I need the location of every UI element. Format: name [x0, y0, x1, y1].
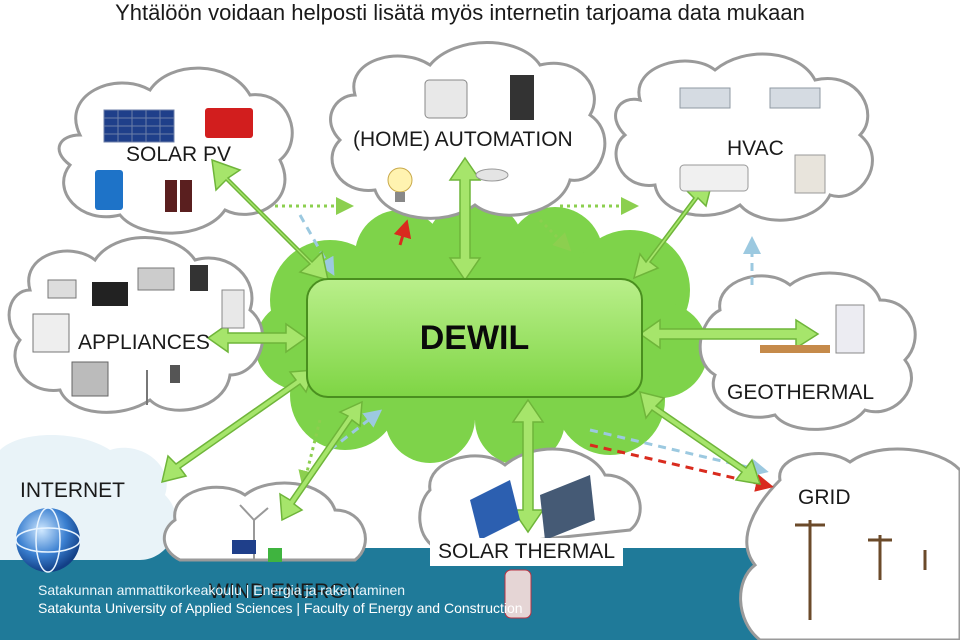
- node-label-automation: (HOME) AUTOMATION: [353, 128, 573, 151]
- green-battery-icon: [268, 548, 282, 562]
- server-cabinet-icon: [510, 75, 534, 120]
- radiator-icon: [794, 154, 826, 194]
- power-pole-icon: [795, 520, 927, 620]
- battery-icon: [165, 180, 192, 212]
- node-label-wind-energy: WIND ENERGY: [209, 580, 360, 603]
- center-node-label: DEWIL: [419, 318, 530, 357]
- light-bulb-icon: [387, 167, 413, 202]
- heat-pump-icon: [835, 304, 865, 354]
- microwave-icon: [137, 267, 175, 291]
- node-label-internet: INTERNET: [20, 479, 125, 502]
- link-center-wind: [298, 419, 322, 489]
- node-label-geothermal: GEOTHERMAL: [727, 381, 875, 404]
- small-solar-panel-icon: [232, 540, 256, 554]
- thermostat-icon: [424, 79, 468, 119]
- arrow-wind: [279, 400, 363, 522]
- solar-collector-icon: [470, 475, 595, 540]
- slide-title: Yhtälöön voidaan helposti lisätä myös in…: [115, 0, 805, 25]
- big-arrows: [160, 156, 820, 534]
- arrow-geothermal: [638, 318, 820, 350]
- link-center-appliances: [298, 214, 335, 276]
- ground-loop-icon: [760, 345, 830, 353]
- phone-icon: [170, 365, 180, 383]
- footer-line-finnish: Satakunnan ammattikorkeakoulu | Energia …: [38, 582, 406, 598]
- solar-panel-icon: [103, 109, 175, 143]
- air-conditioner-icon: [679, 164, 749, 192]
- link-red-up: [393, 219, 412, 246]
- globe-icon: [15, 507, 81, 573]
- tv-icon: [92, 282, 128, 306]
- node-label-appliances: APPLIANCES: [78, 331, 210, 354]
- duct-icon: [679, 87, 821, 109]
- arrow-hvac: [632, 180, 714, 280]
- node-label-grid: GRID: [798, 486, 851, 509]
- link-automation-center: [538, 218, 572, 252]
- hot-water-tank-icon: [504, 569, 532, 619]
- cloud-grid: [739, 447, 960, 640]
- cloud-wind: [162, 481, 367, 562]
- arrow-grid: [638, 390, 762, 485]
- center-node: DEWIL: [306, 278, 643, 398]
- coffee-maker-icon: [190, 265, 208, 291]
- link-center-grid-red: [589, 443, 774, 492]
- stove-icon: [71, 361, 109, 397]
- node-label-solar-pv: SOLAR PV: [126, 143, 232, 166]
- link-internet-center: [329, 409, 383, 452]
- smoke-detector-icon: [475, 168, 509, 182]
- node-label-solar-thermal: SOLAR THERMAL: [430, 538, 623, 566]
- washing-machine-icon: [32, 313, 70, 353]
- fridge-icon: [221, 289, 245, 329]
- laptop-icon: [47, 279, 77, 299]
- node-label-hvac: HVAC: [727, 137, 784, 160]
- footer-line-english: Satakunta University of Applied Sciences…: [38, 600, 523, 616]
- arrow-solar-thermal: [511, 398, 545, 534]
- charge-controller-icon: [95, 170, 123, 210]
- inverter-icon: [205, 108, 253, 138]
